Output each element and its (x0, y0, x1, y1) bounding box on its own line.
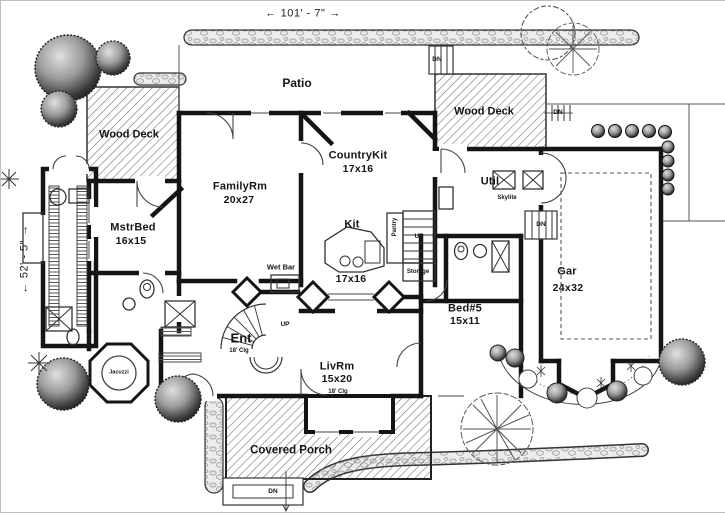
door-swings (52, 112, 567, 397)
stair-dn-deck-top: DN (432, 55, 442, 63)
jacuzzi-bay (88, 342, 150, 404)
wood-deck-left-area (86, 86, 180, 182)
stair-up-kitchen: UP (414, 232, 424, 240)
room-label-wood-deck-left: Wood Deck (99, 128, 159, 141)
room-label-gar: Gar (557, 265, 577, 278)
stair-dn-garage: DN (536, 220, 546, 228)
room-size-kit: 17x16 (335, 272, 367, 285)
room-size-mstrbed: 16x15 (115, 234, 147, 247)
room-label-covered-porch: Covered Porch (250, 444, 332, 457)
room-label-livrm: LivRm (319, 360, 355, 373)
note-pantry: Pantry (392, 217, 398, 237)
dimension-height: ←52' - 5"→ (18, 220, 31, 297)
arrow-down-icon: ← (18, 282, 31, 294)
room-label-bed5: Bed#5 (447, 302, 483, 315)
room-label-ent: Ent (230, 330, 252, 346)
stair-dn-deck-right: DN (553, 108, 563, 116)
arrow-up-icon: → (18, 224, 31, 236)
garage-details (560, 172, 652, 340)
note-jacuzzi: Jacuzzi (109, 369, 129, 376)
bush-top-left-small (95, 40, 131, 76)
room-size-bed5: 15x11 (449, 314, 481, 327)
room-label-util: Util (480, 175, 500, 188)
ceiling-note-livrm: 18' Clg (328, 389, 348, 395)
room-size-familyrm: 20x27 (223, 193, 255, 206)
room-label-countrykit: CountryKit (328, 149, 388, 162)
star-plant-far-left (1, 169, 19, 189)
room-label-mstrbed: MstrBed (110, 221, 156, 234)
tree-outline-top-right (520, 5, 576, 61)
note-wet-bar: Wet Bar (266, 262, 296, 272)
flower-bed (489, 344, 664, 409)
dimension-width: ←101' - 7"→ (261, 7, 345, 20)
room-label-wood-deck-right: Wood Deck (454, 105, 514, 118)
bush-bottom-right (658, 338, 706, 386)
stairs (220, 45, 573, 512)
room-label-kit: Kit (344, 218, 360, 231)
tree-radial-bottom (460, 392, 534, 466)
note-skylite: Skylite (497, 195, 517, 201)
livrm-bay (304, 394, 395, 434)
column-piers (230, 275, 407, 315)
fixtures (22, 170, 544, 363)
stair-dn-porch: DN (268, 487, 278, 495)
wood-deck-right-area (434, 73, 547, 150)
room-size-countrykit: 17x16 (342, 162, 374, 175)
room-size-livrm: 15x20 (321, 372, 353, 385)
bush-bottom-left-1 (36, 357, 90, 411)
note-storage: Storage (406, 269, 430, 275)
trees (1, 5, 706, 466)
arrow-right-icon: → (329, 7, 341, 20)
stair-up-entry: UP (280, 320, 290, 328)
deck-areas (86, 73, 547, 480)
room-size-gar: 24x32 (552, 281, 584, 294)
bush-bottom-left-2 (154, 375, 202, 423)
ceiling-note-ent: 18' Clg (229, 348, 249, 354)
star-plant-left (28, 352, 50, 374)
bush-left (40, 90, 78, 128)
garage-shrubs (591, 124, 675, 196)
bush-top-left-large (34, 34, 102, 102)
room-label-patio: Patio (282, 76, 312, 90)
arrow-left-icon: ← (265, 7, 277, 20)
tree-radial-top-right (546, 22, 600, 76)
room-label-familyrm: FamilyRm (212, 180, 268, 193)
